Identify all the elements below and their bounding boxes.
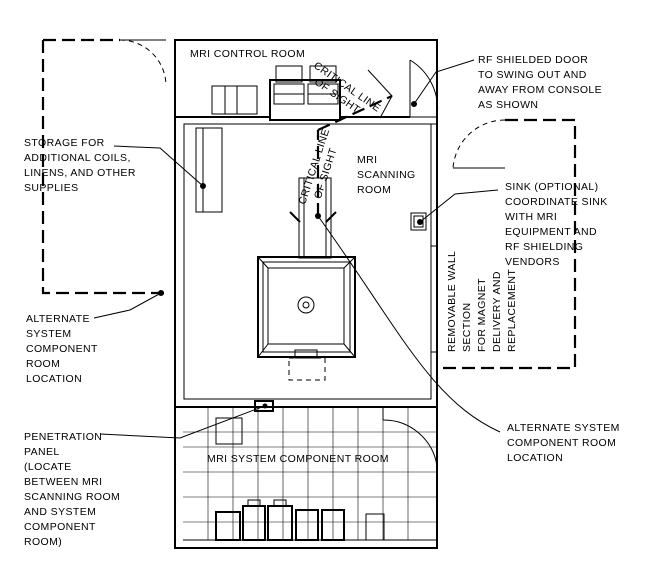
component-room-label: MRI SYSTEM COMPONENT ROOM	[207, 453, 389, 465]
svg-text:SECTION: SECTION	[461, 303, 473, 352]
sightline-upper-label: CRITICAL LINE OF SIGHT	[311, 60, 383, 117]
sink-callout: SINK (OPTIONAL) COORDINATE SINK WITH MRI…	[505, 181, 611, 268]
alternate-room-right-outline	[440, 118, 577, 370]
sightline-lower-label: CRITICAL LINE OF SIGHT	[296, 127, 339, 206]
component-room-door	[382, 407, 438, 467]
alternate-right-callout: ALTERNATE SYSTEM COMPONENT ROOM LOCATION	[507, 422, 623, 464]
component-room-floor-grid	[183, 407, 437, 540]
removable-wall-section	[430, 245, 438, 353]
storage-callout: STORAGE FOR ADDITIONAL COILS, LINENS, AN…	[24, 137, 139, 194]
component-cabinets	[215, 417, 385, 541]
rf-door-swing	[409, 59, 439, 118]
scanning-room-label: MRI SCANNING ROOM	[357, 154, 419, 196]
svg-text:DELIVERY AND: DELIVERY AND	[491, 271, 503, 352]
mri-magnet	[257, 256, 356, 381]
penetration-panel	[254, 400, 274, 412]
penetration-callout: PENETRATION PANEL (LOCATE BETWEEN MRI SC…	[24, 431, 124, 548]
alternate-left-callout: ALTERNATE SYSTEM COMPONENT ROOM LOCATION	[26, 313, 101, 385]
control-console	[211, 65, 341, 121]
rf-door-callout: RF SHIELDED DOOR TO SWING OUT AND AWAY F…	[478, 54, 605, 111]
alternate-room-left-outline	[41, 38, 168, 295]
removable-wall-callout: REMOVABLE WALL SECTION FOR MAGNET DELIVE…	[446, 251, 518, 352]
control-room-label: MRI CONTROL ROOM	[190, 48, 305, 60]
svg-text:FOR MAGNET: FOR MAGNET	[476, 278, 488, 352]
svg-text:REPLACEMENT: REPLACEMENT	[506, 269, 518, 352]
leader-lines	[93, 59, 501, 439]
storage-cabinet	[195, 127, 223, 213]
sink	[410, 212, 427, 231]
svg-text:REMOVABLE WALL: REMOVABLE WALL	[446, 251, 458, 352]
